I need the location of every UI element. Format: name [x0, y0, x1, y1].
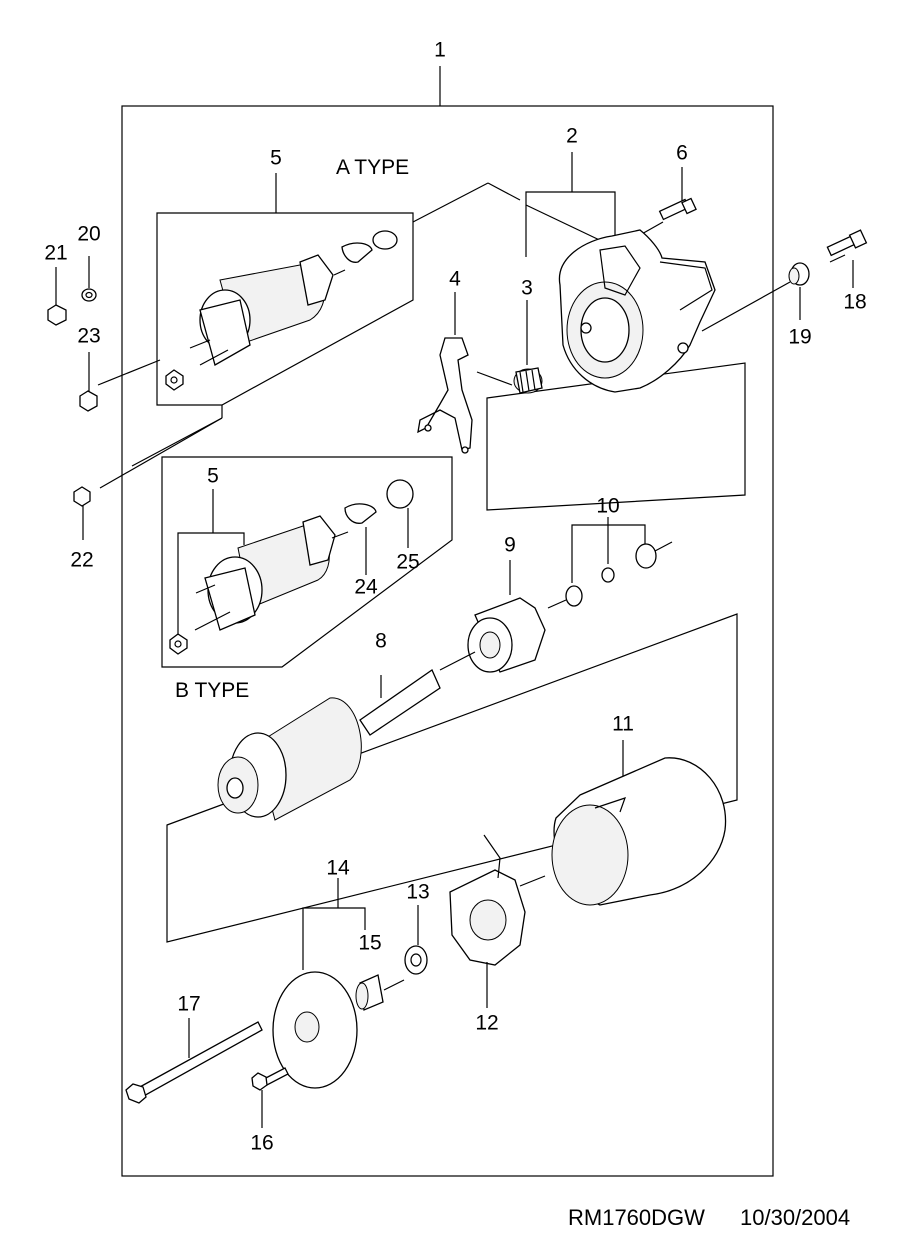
b-type-label: B TYPE: [175, 679, 250, 702]
nut-22: [73, 486, 91, 507]
callout-6: 6: [676, 141, 688, 165]
callout-5-b: 5: [207, 464, 219, 488]
callout-4: 4: [449, 267, 461, 291]
a-type-box: [156, 212, 414, 406]
callout-17: 17: [177, 992, 201, 1016]
callout-12: 12: [475, 1011, 499, 1035]
bolt-18: [826, 229, 868, 288]
leader-5b-bracket: [177, 532, 245, 640]
leader-2: [525, 191, 616, 257]
callout-22: 22: [70, 548, 94, 572]
callout-18: 18: [843, 290, 867, 314]
a-type-label: A TYPE: [336, 156, 410, 179]
solenoid-b: [169, 479, 414, 655]
drive-housing: [558, 229, 716, 393]
callout-13: 13: [406, 880, 430, 904]
yoke-11: [551, 757, 727, 906]
callout-24: 24: [354, 575, 378, 599]
washer-10a: [565, 585, 583, 607]
solenoid-a: [165, 230, 398, 391]
assembly-frame: [121, 105, 774, 1177]
bolt-6: [658, 167, 697, 221]
shift-lever-4: [417, 337, 473, 454]
collar-10c: [635, 543, 657, 569]
callout-8: 8: [375, 629, 387, 653]
bushing-19: [788, 262, 810, 320]
callout-5-a: 5: [270, 146, 282, 170]
pinion-3: [513, 367, 543, 394]
callout-23: 23: [77, 324, 101, 348]
nut-21: [47, 304, 67, 326]
b-type-box: [161, 456, 453, 668]
callout-19: 19: [788, 325, 812, 349]
drawing-code: RM1760DGW: [568, 1205, 705, 1230]
rear-end-frame-14: [272, 971, 358, 1089]
callout-3: 3: [521, 276, 533, 300]
callout-11: 11: [612, 712, 634, 736]
callout-10: 10: [596, 494, 620, 518]
callout-20: 20: [77, 222, 101, 246]
through-bolt-17: [125, 1021, 263, 1104]
washer-13: [404, 945, 428, 975]
callout-15: 15: [358, 931, 382, 955]
callout-21: 21: [44, 241, 68, 265]
callout-9: 9: [504, 533, 516, 557]
armature-8: [217, 651, 476, 821]
bearing-15: [355, 974, 384, 1011]
callout-14: 14: [326, 856, 350, 880]
callout-25: 25: [396, 550, 420, 574]
callout-1: 1: [434, 38, 446, 62]
callout-2: 2: [566, 124, 578, 148]
nut-23: [79, 390, 98, 412]
screw-16: [251, 1067, 289, 1091]
drawing-date: 10/30/2004: [740, 1205, 851, 1230]
brush-holder-12: [449, 834, 526, 966]
overrunning-clutch-9: [467, 597, 546, 673]
callout-16: 16: [250, 1131, 274, 1155]
